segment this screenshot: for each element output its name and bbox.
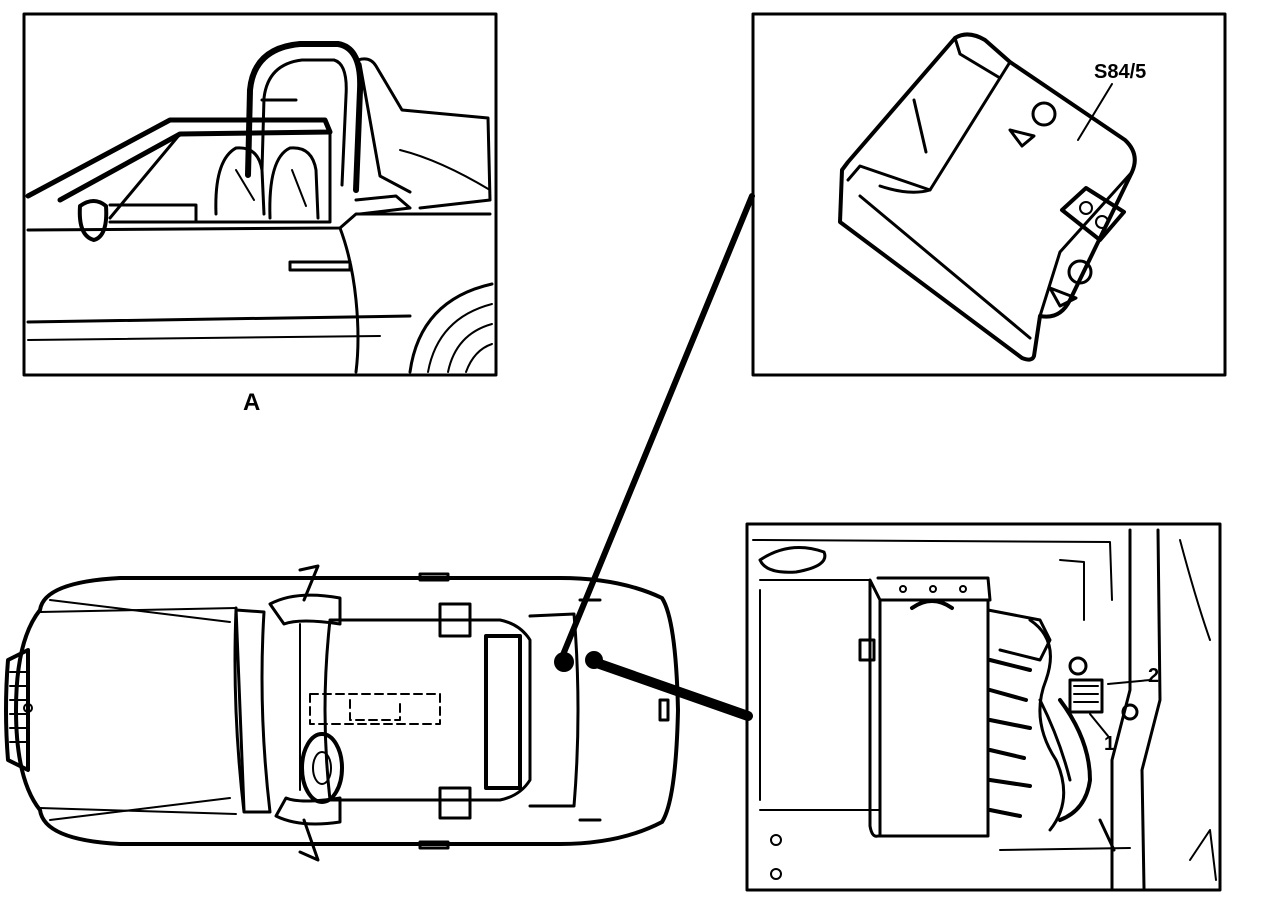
view-a-label: A <box>243 389 260 416</box>
callout-2-label: 2 <box>1148 665 1159 687</box>
panel-side-view <box>22 12 498 377</box>
marker-compartment <box>585 651 603 669</box>
callout-1-label: 1 <box>1104 733 1115 755</box>
car-top-view <box>4 564 680 862</box>
marker-switch <box>554 652 574 672</box>
switch-code-label: S84/5 <box>1094 61 1146 83</box>
panel-compartment-detail <box>745 522 1222 892</box>
panel-switch-detail <box>751 12 1227 377</box>
location-callouts <box>554 193 755 721</box>
